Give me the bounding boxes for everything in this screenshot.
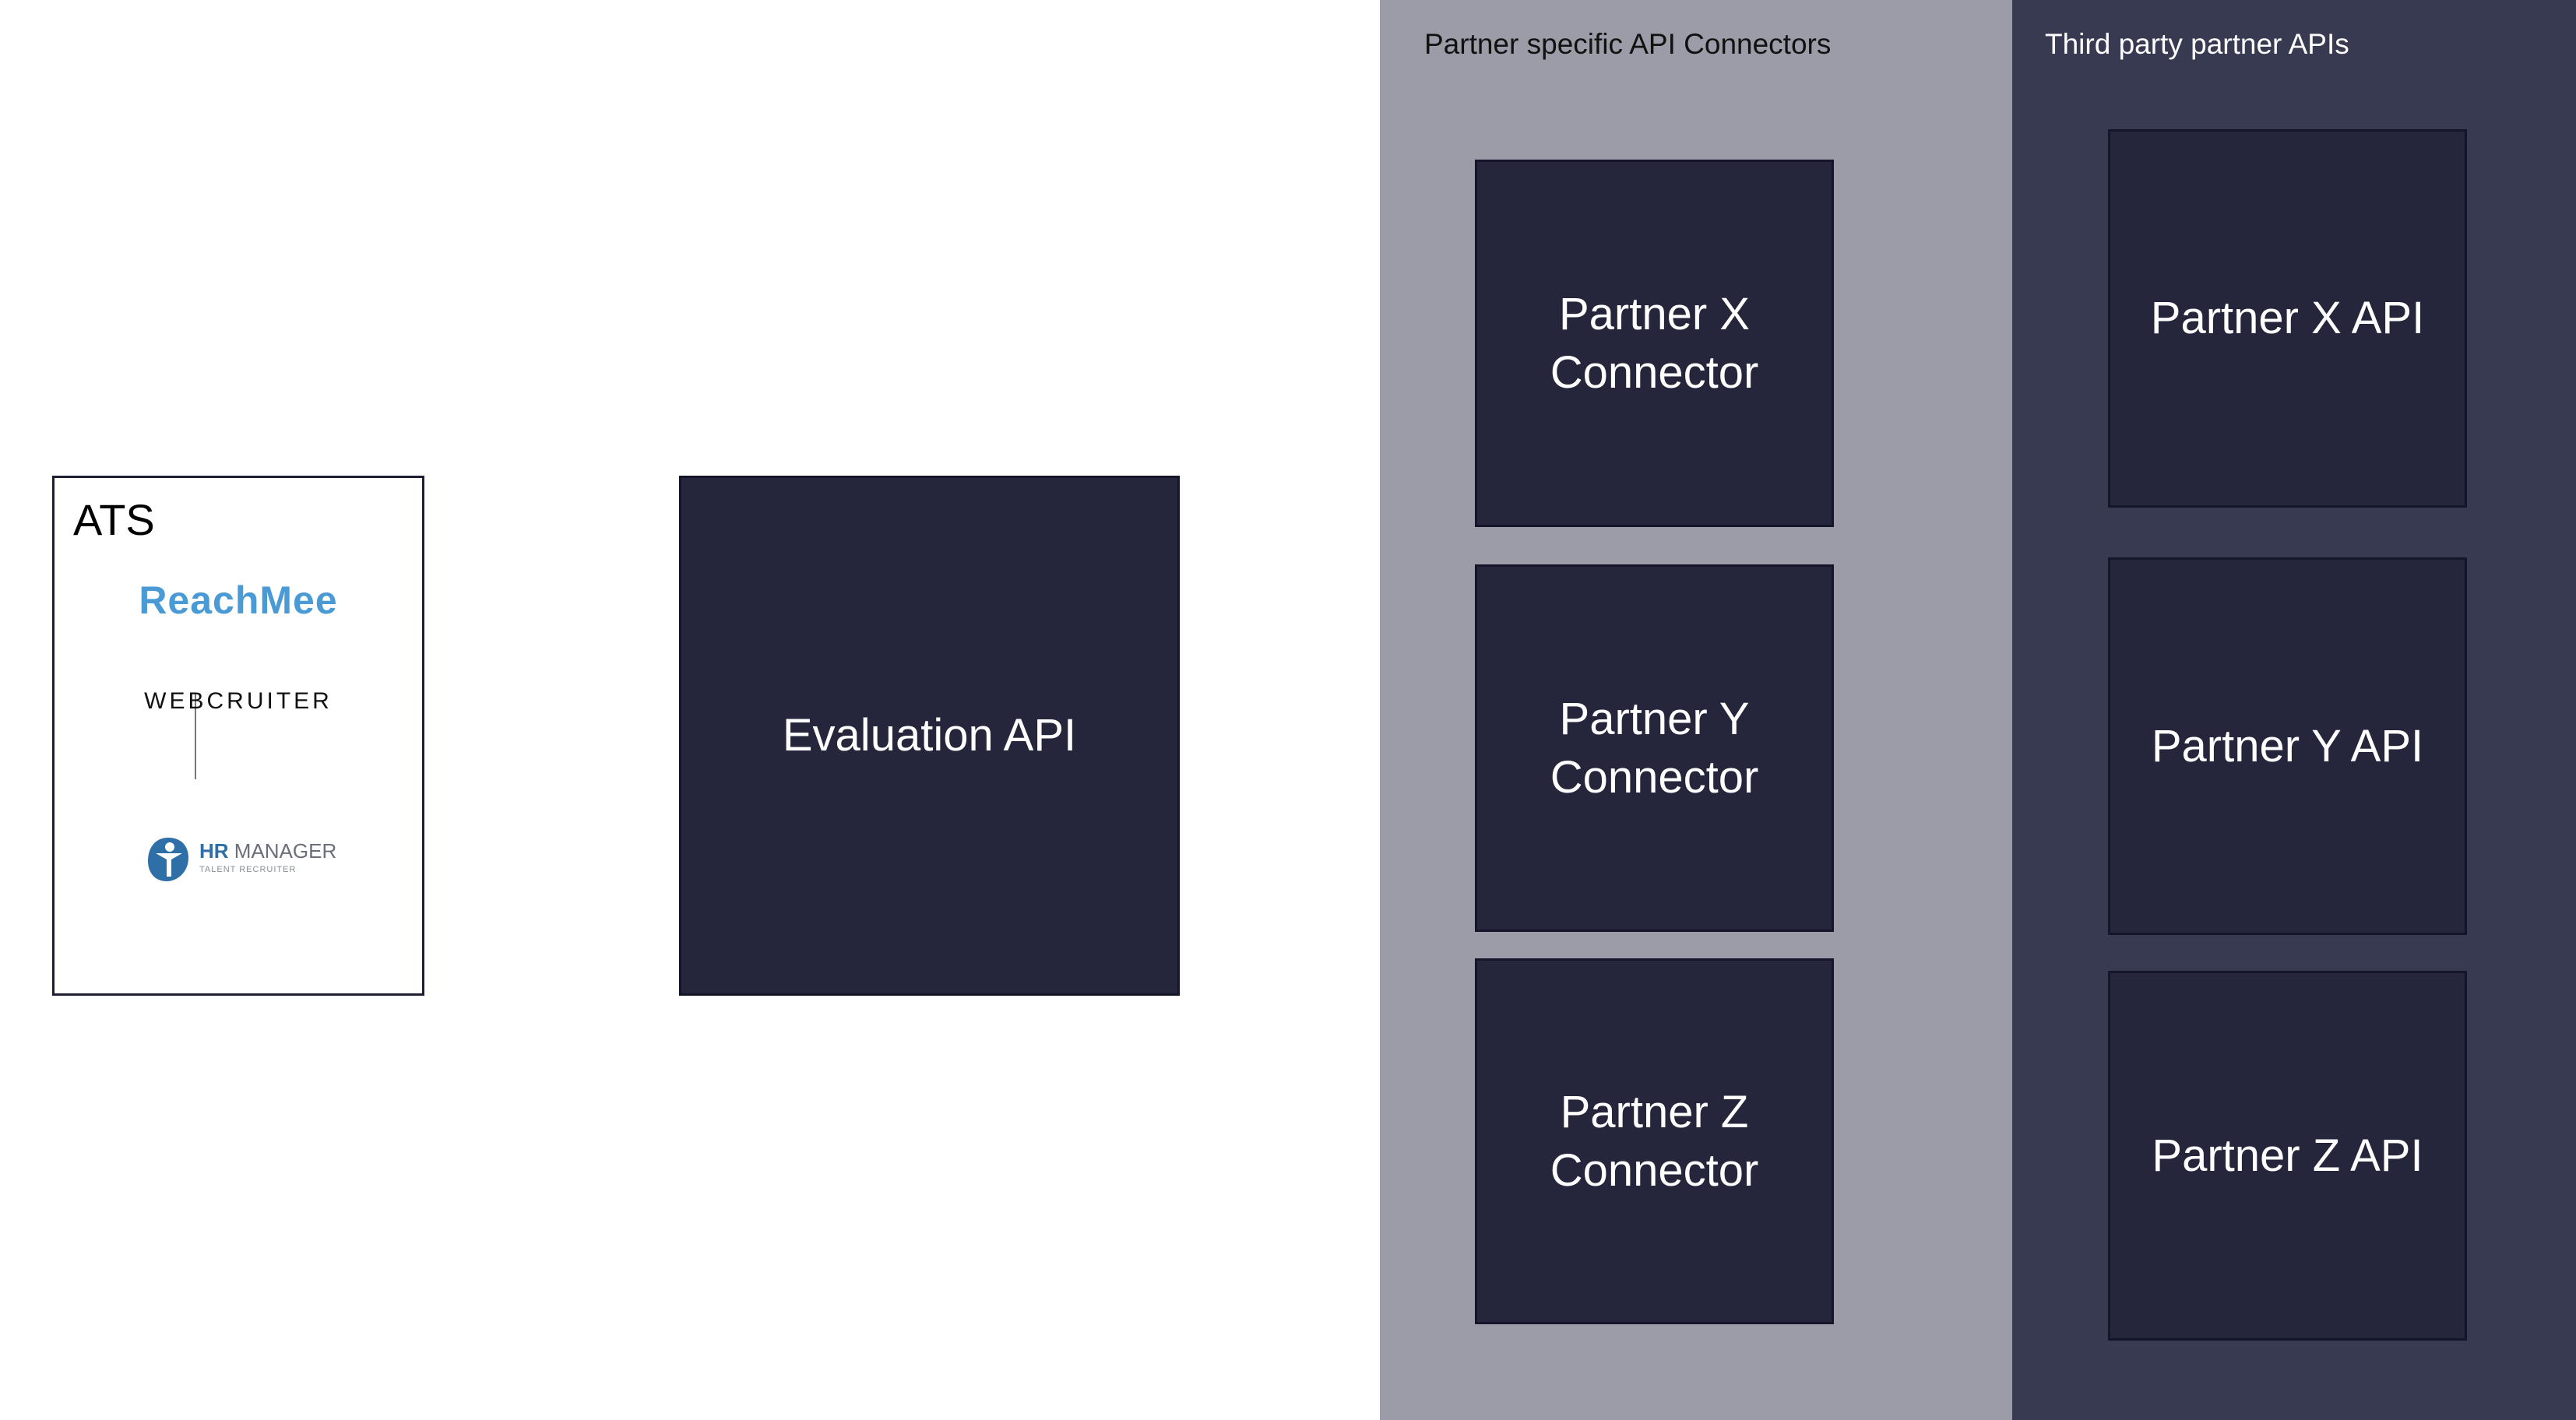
reachmee-logo: ReachMee — [139, 578, 338, 622]
connector-label-line1: Partner Y — [1559, 693, 1750, 744]
connector-label-line2: Connector — [1550, 347, 1759, 398]
partner-apis-lane: Third party partner APIs Partner X API P… — [2012, 0, 2576, 1420]
connector-label-line2: Connector — [1550, 1145, 1759, 1196]
partner-api-label: Partner Z API — [2152, 1130, 2423, 1181]
partner-z-api-box: Partner Z API — [2108, 971, 2467, 1341]
connectors-lane: Partner specific API Connectors Partner … — [1380, 0, 2012, 1420]
connector-label-line2: Connector — [1550, 752, 1759, 803]
webcruiter-logo: WEBCRUITER — [144, 688, 333, 714]
hr-manager-wordmark: HR MANAGER — [199, 839, 337, 863]
webcruiter-logo-bar — [195, 694, 196, 779]
partner-x-connector-box: Partner X Connector — [1475, 160, 1834, 527]
partner-y-api-box: Partner Y API — [2108, 557, 2467, 935]
partner-api-label: Partner Y API — [2151, 720, 2424, 772]
partner-z-connector-box: Partner Z Connector — [1475, 958, 1834, 1324]
partner-y-connector-box: Partner Y Connector — [1475, 564, 1834, 932]
connectors-lane-title: Partner specific API Connectors — [1424, 28, 1832, 60]
partner-apis-lane-title: Third party partner APIs — [2045, 28, 2349, 60]
evaluation-api-label: Evaluation API — [782, 710, 1077, 761]
connector-label-line1: Partner Z — [1560, 1086, 1749, 1137]
ats-title: ATS — [73, 495, 155, 544]
connector-label-line1: Partner X — [1558, 288, 1750, 339]
partner-api-label: Partner X API — [2150, 293, 2425, 344]
hr-manager-tagline: TALENT RECRUITER — [199, 865, 297, 874]
ats-panel: ATS ReachMee WEBCRUITER HR MANAGER TALEN… — [52, 476, 424, 996]
hr-manager-mark-icon — [148, 838, 188, 881]
evaluation-api-box: Evaluation API — [679, 476, 1180, 996]
hr-manager-logo: HR MANAGER TALENT RECRUITER — [146, 836, 349, 891]
partner-x-api-box: Partner X API — [2108, 129, 2467, 508]
